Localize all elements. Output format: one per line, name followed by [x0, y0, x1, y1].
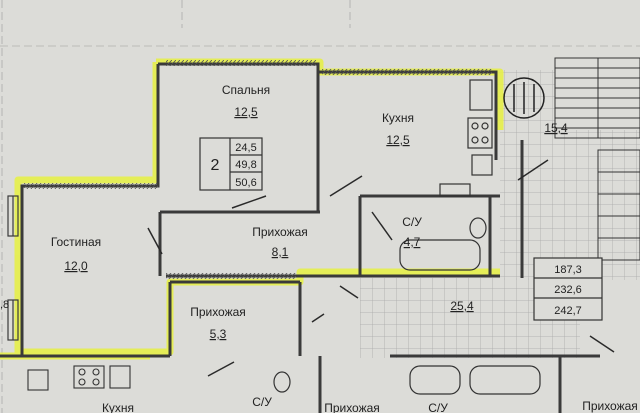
bottom-hall-2: Прихожая [582, 399, 638, 413]
elevator-icon [503, 77, 545, 119]
hall-small-area: 5,3 [210, 327, 227, 341]
kitchen-area: 12,5 [386, 133, 410, 147]
hatched-wall-mid [166, 273, 296, 279]
kitchen-fixtures [467, 79, 493, 176]
floor-info-box: 187,3 232,6 242,7 [533, 257, 603, 321]
stairs [554, 57, 640, 261]
bottom-kitchen-name: Кухня [102, 401, 134, 413]
apartment-info-box: 2 24,5 49,8 50,6 [199, 137, 263, 191]
bathroom-area: 4,7 [404, 235, 421, 249]
apartment-area-1: 24,5 [235, 142, 256, 154]
left-windows [7, 195, 19, 341]
bathroom-name: С/У [402, 215, 422, 229]
living-name: Гостиная [51, 235, 101, 249]
hatched-wall-top [166, 60, 316, 66]
door-swings [147, 159, 615, 377]
hatched-wall-left [24, 183, 158, 189]
hall-small-name: Прихожая [190, 305, 246, 319]
bottom-hall-1: Прихожая [324, 401, 380, 413]
bedroom-area: 12,5 [234, 105, 258, 119]
apartment-area-3: 50,6 [235, 177, 256, 189]
apartment-room-count: 2 [211, 157, 220, 174]
bathroom-fixtures [273, 183, 541, 395]
corridor-area: 25,4 [450, 299, 474, 313]
stair-area: 15,4 [544, 121, 568, 135]
floor-area-3: 242,7 [554, 305, 582, 317]
living-area: 12,0 [64, 259, 88, 273]
floor-area-2: 232,6 [554, 284, 582, 296]
bedroom-name: Спальня [222, 83, 270, 97]
hall-main-area: 8,1 [272, 245, 289, 259]
floor-area-1: 187,3 [554, 264, 582, 276]
bottom-su-1: С/У [252, 395, 272, 409]
bottom-kitchen-fixtures [27, 365, 131, 391]
bottom-su-2: С/У [428, 401, 448, 413]
hall-main-name: Прихожая [252, 225, 308, 239]
apartment-area-2: 49,8 [235, 159, 256, 171]
left-edge-label: ,8 [0, 299, 9, 311]
tiled-stair-hall [495, 70, 555, 130]
kitchen-name: Кухня [382, 111, 414, 125]
hatched-wall-kitchen [322, 69, 492, 75]
